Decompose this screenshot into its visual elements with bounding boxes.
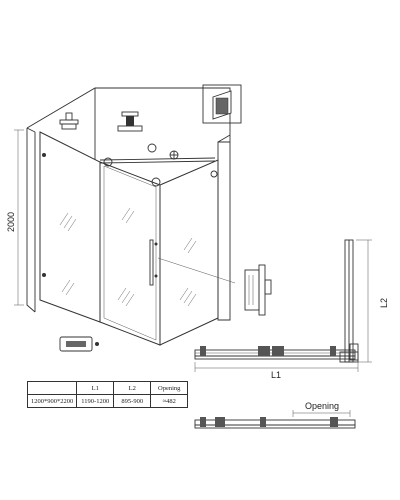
plan-view-closed: L1 [194, 343, 359, 380]
roller-left [103, 157, 113, 167]
plan-view-open: Opening [194, 401, 356, 429]
glass-corner-detail [202, 84, 242, 124]
table-cell-opening: ≈482 [150, 394, 189, 408]
table-cell-l1: 1190-1200 [76, 394, 115, 408]
callout-circle-1 [147, 143, 157, 153]
top-rail-bar [99, 157, 216, 161]
right-wall [217, 141, 231, 321]
back-wall-top-edge [26, 87, 231, 142]
table-cell-l2: 895-900 [113, 394, 152, 408]
table-header-cell: L1 [76, 381, 115, 395]
spec-table: L1 L2 Opening 1200*900*2200 1190-1200 89… [26, 381, 189, 408]
table-header-cell: L2 [113, 381, 152, 395]
bottom-guide-detail [59, 336, 99, 352]
top-rail-bar-lower [99, 160, 216, 164]
height-label: 2000 [6, 212, 16, 232]
left-wall-edge [26, 128, 36, 313]
height-dimension: 2000 [6, 129, 24, 306]
isometric-shower-view [26, 87, 236, 352]
top-fitting-left [59, 112, 79, 130]
l2-label: L2 [379, 298, 389, 308]
table-cell-size: 1200*900*2200 [26, 394, 78, 408]
roller-right [151, 177, 161, 187]
handle-knob-bottom [154, 274, 158, 278]
table-header-row: L1 L2 Opening [26, 381, 189, 395]
glass-reflection-marks [59, 207, 197, 307]
wall-bracket-bottom [42, 273, 46, 277]
table-header-cell [26, 381, 78, 395]
fixed-glass-panel-right [159, 159, 219, 346]
right-wall-cap [217, 134, 231, 143]
table-header-cell: Opening [150, 381, 189, 395]
handle-knob-top [154, 242, 158, 246]
top-fitting-right [117, 111, 143, 132]
sliding-door-inner-frame [103, 165, 157, 341]
table-row: 1200*900*2200 1190-1200 895-900 ≈482 [26, 394, 189, 408]
side-elevation-l2: L2 [339, 239, 389, 363]
right-wall-bracket [210, 170, 218, 178]
left-wall-cap [26, 127, 36, 133]
leader-line [157, 257, 236, 284]
side-section-detail [244, 264, 272, 316]
l1-label: L1 [271, 370, 281, 380]
door-handle [149, 239, 154, 286]
fixed-glass-panel-left [39, 131, 101, 323]
opening-label: Opening [305, 401, 339, 411]
wall-bracket-top [42, 153, 46, 157]
